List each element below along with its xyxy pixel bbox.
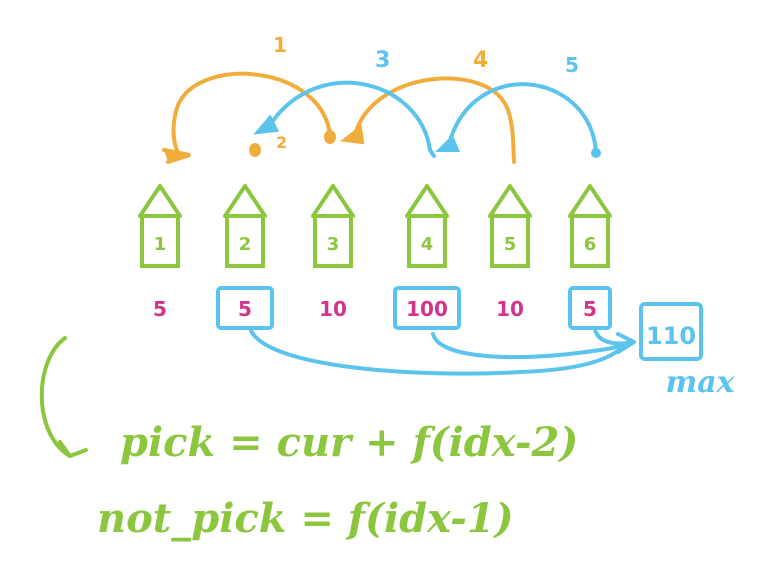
house-body <box>140 214 180 268</box>
house-body <box>225 214 265 268</box>
house-value: 5 <box>153 297 167 321</box>
dot-blue-6 <box>591 148 601 158</box>
arc-blue-3-tail <box>428 148 436 158</box>
orange-arcs <box>162 71 516 164</box>
house-value-box <box>216 286 274 330</box>
arc-blue-3 <box>270 80 432 152</box>
house-value-box <box>568 286 612 330</box>
left-curve <box>39 336 70 457</box>
house-body <box>313 214 353 268</box>
house-number: 1 <box>154 234 167 255</box>
arrow-from-house-2 <box>248 326 627 376</box>
house-5: 5 10 <box>488 184 532 321</box>
house-value: 5 <box>583 297 597 321</box>
house-1: 15 <box>138 184 182 321</box>
arc-label-5: 5 <box>565 53 579 77</box>
house-value: 100 <box>406 297 448 321</box>
house-value: 10 <box>496 297 524 321</box>
house-body <box>407 214 447 268</box>
arrow-from-house-6 <box>593 328 630 346</box>
arc-orange-1-head <box>162 148 191 164</box>
arc-label-1: 1 <box>273 33 287 57</box>
dot-orange-3 <box>324 130 336 144</box>
house-roof <box>311 184 355 218</box>
result-box <box>639 302 703 361</box>
house-value-box <box>393 286 461 330</box>
house-number: 6 <box>584 234 597 255</box>
house-number: 2 <box>239 234 252 255</box>
house-2: 25 <box>216 184 274 330</box>
arc-orange-4 <box>353 76 516 164</box>
house-4: 4 100 <box>393 184 461 330</box>
arc-blue-5-head <box>435 134 460 152</box>
arc-label-3: 3 <box>375 48 390 73</box>
house-value: 10 <box>319 297 347 321</box>
arc-labels: 1 3 4 5 2 <box>273 33 579 152</box>
arrow-from-house-4 <box>431 332 632 360</box>
house-roof <box>405 184 449 218</box>
pick-dots <box>249 130 601 158</box>
house-number: 5 <box>504 234 517 255</box>
formula-pick: pick = cur + f(idx-2) <box>120 419 578 466</box>
arc-orange-4-head <box>340 124 365 145</box>
house-number: 3 <box>327 234 340 255</box>
result-caption: max <box>665 365 735 400</box>
house-roof <box>223 184 267 218</box>
house-number: 4 <box>421 234 434 255</box>
formula-not-pick: not_pick = f(idx-1) <box>97 495 514 542</box>
dot-orange-2 <box>249 143 261 157</box>
arc-blue-3-head <box>253 114 280 135</box>
arc-orange-1 <box>171 71 332 155</box>
house-body <box>490 214 530 268</box>
result-value: 110 <box>646 322 696 350</box>
house-roof <box>568 184 612 218</box>
house-roof <box>138 184 182 218</box>
sum-arrows <box>248 326 636 376</box>
house-value: 5 <box>238 297 252 321</box>
left-arrow <box>39 336 88 459</box>
arrow-head-result <box>616 332 636 354</box>
house-roof <box>488 184 532 218</box>
marker-label-2: 2 <box>276 133 287 152</box>
house-body <box>570 214 610 268</box>
house-3: 3 10 <box>311 184 355 321</box>
arc-label-4: 4 <box>473 48 488 73</box>
blue-arcs <box>253 80 598 158</box>
house-6: 65 <box>568 184 612 330</box>
result: 110 max <box>639 302 736 400</box>
arc-blue-5 <box>446 82 598 154</box>
left-curve-head <box>58 440 88 459</box>
